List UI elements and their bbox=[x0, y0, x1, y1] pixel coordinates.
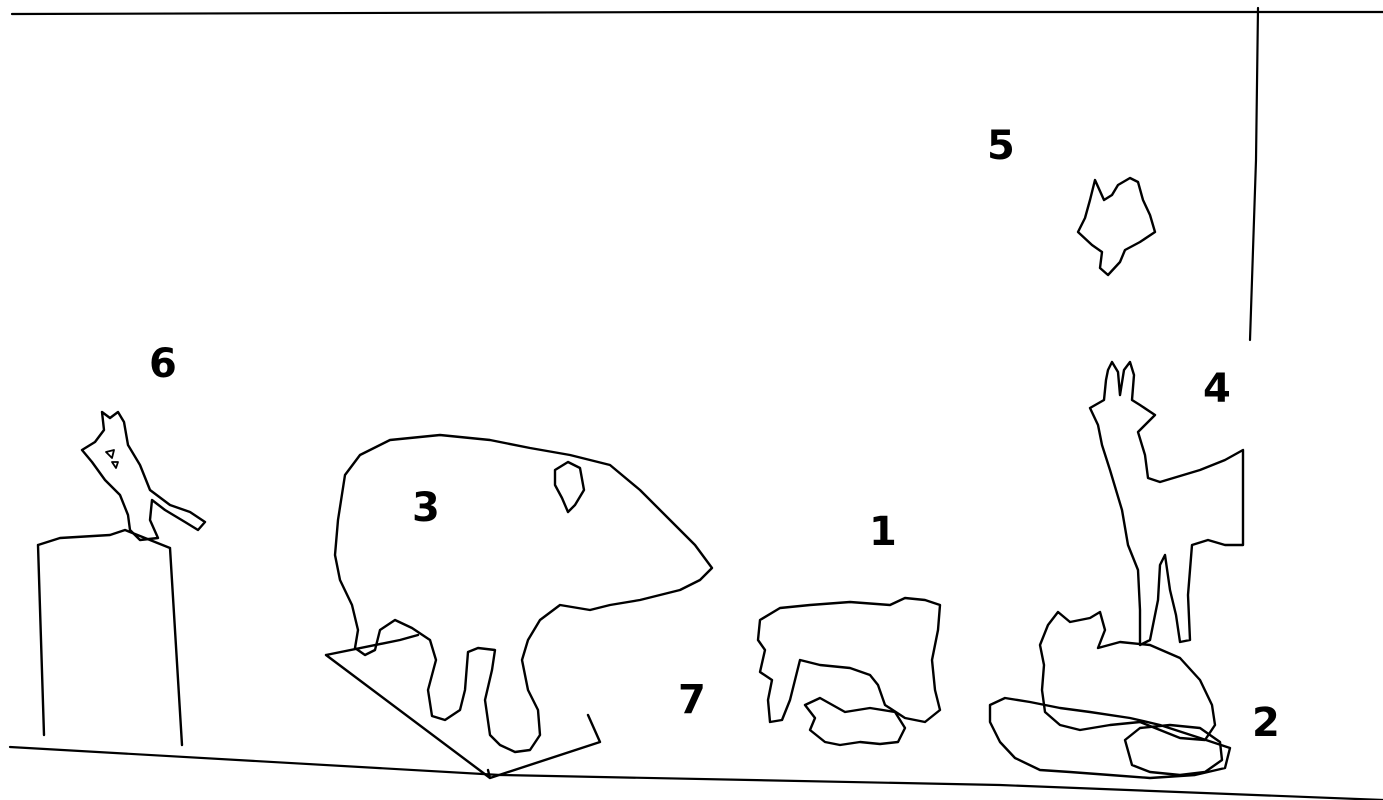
boar-ear bbox=[555, 462, 584, 512]
label-7: 7 bbox=[678, 680, 706, 720]
case-right-edge bbox=[1250, 8, 1258, 340]
label-2: 2 bbox=[1252, 703, 1280, 743]
small-animals-figure bbox=[758, 598, 940, 745]
marten-tail bbox=[1125, 725, 1222, 775]
label-6: 6 bbox=[149, 344, 177, 384]
bird-body bbox=[1078, 178, 1155, 275]
marten-figure bbox=[990, 612, 1230, 778]
pedestal bbox=[38, 530, 182, 745]
boar-figure bbox=[326, 435, 712, 778]
label-3: 3 bbox=[412, 488, 440, 528]
label-4: 4 bbox=[1203, 369, 1231, 409]
squirrel-figure bbox=[38, 412, 205, 745]
animal-one bbox=[758, 598, 940, 722]
animal-seven bbox=[805, 698, 905, 745]
bird-figure bbox=[1078, 178, 1155, 275]
boar-plinth bbox=[326, 635, 600, 778]
case-top-edge bbox=[12, 12, 1383, 14]
squirrel-body bbox=[82, 412, 205, 540]
label-5: 5 bbox=[987, 126, 1015, 166]
label-1: 1 bbox=[869, 512, 897, 552]
